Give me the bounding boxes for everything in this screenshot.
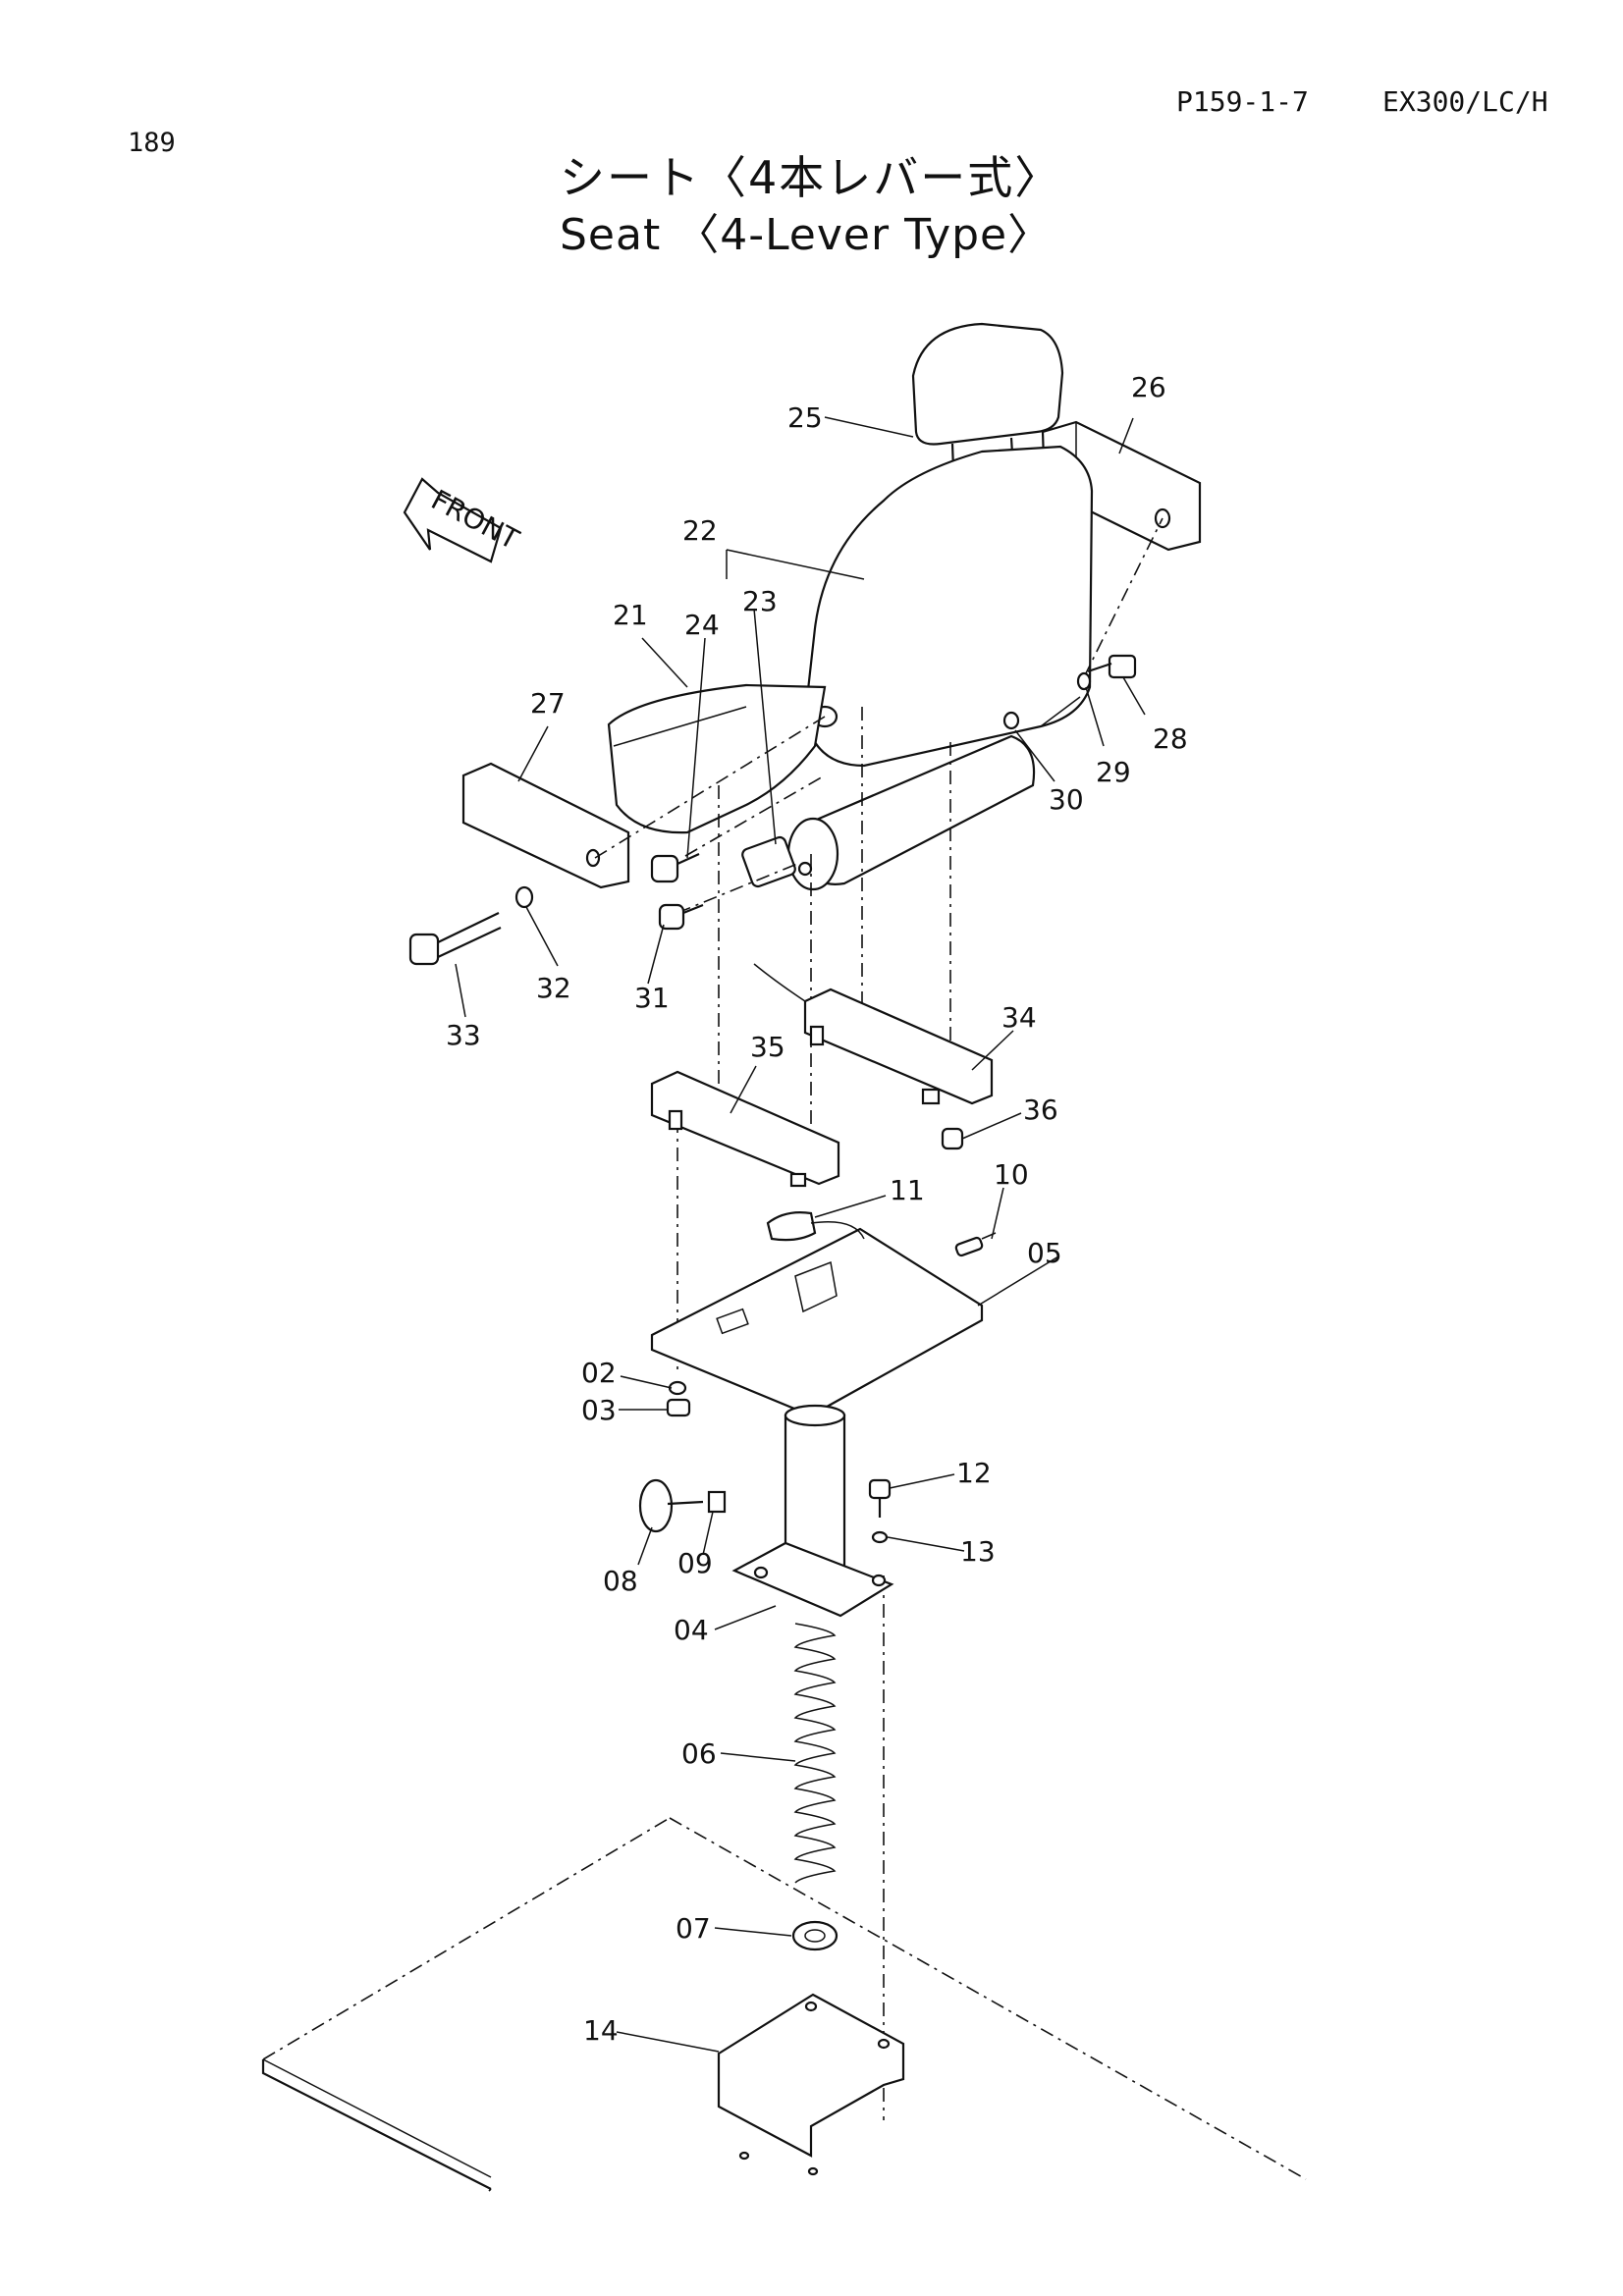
seat-cushion (607, 683, 827, 834)
callout-26: 26 (1131, 371, 1166, 403)
floor-plane (261, 1817, 1307, 2192)
callout-04: 04 (674, 1614, 709, 1646)
coil-spring (793, 1623, 837, 1884)
callout-24: 24 (684, 609, 720, 641)
callout-31: 31 (634, 982, 670, 1014)
callout-25: 25 (787, 401, 823, 434)
callout-11: 11 (890, 1174, 925, 1206)
seat-back (803, 445, 1094, 768)
callout-07: 07 (676, 1912, 711, 1945)
front-arrow-icon: FRONT (403, 477, 525, 563)
bolt-36 (941, 1127, 964, 1150)
washer-30 (1002, 711, 1020, 730)
callout-23: 23 (742, 585, 778, 617)
callout-22: 22 (682, 514, 718, 547)
callout-34: 34 (1001, 1001, 1037, 1034)
callout-06: 06 (681, 1737, 717, 1770)
callout-35: 35 (750, 1031, 785, 1063)
callout-13: 13 (960, 1535, 996, 1568)
bolt-33 (408, 912, 502, 966)
spring-seat (791, 1920, 839, 1951)
callout-27: 27 (530, 687, 566, 720)
slide-rail-35 (650, 1070, 840, 1188)
callout-29: 29 (1096, 756, 1131, 788)
bolt-12 (868, 1478, 892, 1518)
callout-02: 02 (581, 1357, 617, 1389)
callout-33: 33 (446, 1019, 481, 1051)
title-japanese: シート〈4本レバー式〉 (560, 151, 1062, 204)
spring-09 (707, 1490, 727, 1514)
leader-lines (455, 416, 1146, 2053)
callout-05: 05 (1027, 1237, 1062, 1269)
callout-08: 08 (603, 1565, 638, 1597)
part-code: P159-1-7 (1176, 85, 1309, 118)
knob-08 (638, 1478, 704, 1533)
callout-labels: 25 26 22 23 24 21 27 28 29 30 31 32 33 3… (446, 371, 1188, 2047)
callout-36: 36 (1023, 1094, 1058, 1126)
bolt-31 (658, 903, 704, 931)
bolt-28 (1076, 654, 1137, 691)
callout-14: 14 (583, 2014, 619, 2047)
washer-13 (871, 1530, 889, 1544)
callout-30: 30 (1049, 783, 1084, 816)
washer-02 (668, 1380, 687, 1396)
armrest-left (461, 762, 630, 889)
nut-03 (666, 1398, 691, 1417)
column-base (731, 1404, 894, 1618)
callout-21: 21 (613, 599, 648, 631)
washer-32 (514, 885, 534, 909)
title-english: Seat 〈4-Lever Type〉 (560, 210, 1053, 260)
callout-12: 12 (956, 1457, 992, 1489)
callout-10: 10 (994, 1158, 1029, 1191)
callout-09: 09 (677, 1547, 713, 1579)
page-number: 189 (128, 128, 176, 158)
callout-32: 32 (536, 972, 571, 1004)
model-code: EX300/LC/H (1382, 85, 1548, 118)
callout-28: 28 (1153, 722, 1188, 755)
spring-pin-10 (954, 1232, 997, 1257)
seat-slide-housing (741, 734, 1036, 891)
bolt-24 (650, 852, 700, 883)
callout-03: 03 (581, 1394, 617, 1426)
base-plate (650, 1211, 984, 1417)
slide-rail-34 (753, 963, 994, 1105)
mounting-bracket (717, 1993, 905, 2176)
